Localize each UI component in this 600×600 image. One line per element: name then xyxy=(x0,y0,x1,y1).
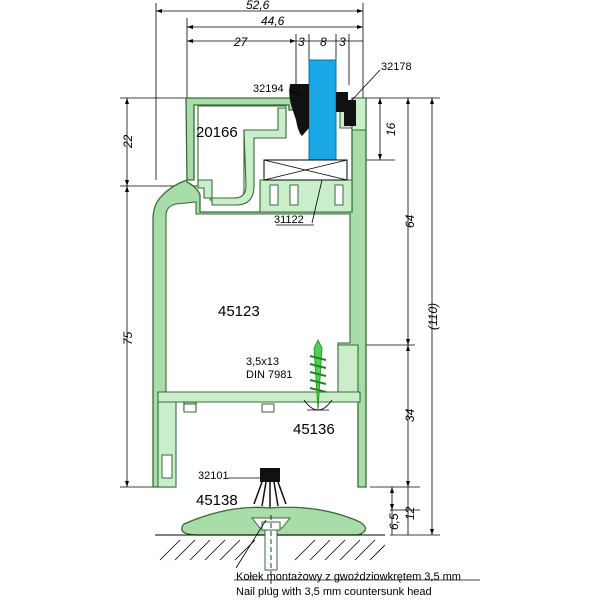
dim-inner-width: 44,6 xyxy=(261,14,285,28)
screw-icon xyxy=(303,339,333,411)
dim-left-segment: 27 xyxy=(233,35,249,49)
dim-height-22: 22 xyxy=(121,134,135,149)
dim-seg-3b: 3 xyxy=(339,35,346,49)
label-32101: 32101 xyxy=(198,470,229,482)
dim-height-6-5: 6,5 xyxy=(387,513,401,530)
nail-plug-icon xyxy=(261,515,281,590)
top-dimensions xyxy=(155,3,364,180)
dim-height-12: 12 xyxy=(403,506,417,520)
leader-lines xyxy=(228,69,480,581)
profile-45123 xyxy=(152,97,367,488)
dim-seg-3a: 3 xyxy=(298,35,305,49)
label-32178: 32178 xyxy=(381,61,412,73)
label-45138: 45138 xyxy=(196,492,238,509)
label-screw-size: 3,5x13 xyxy=(246,356,279,368)
dim-height-34: 34 xyxy=(403,408,417,422)
setting-block-31122 xyxy=(263,159,348,181)
label-45136: 45136 xyxy=(293,421,335,438)
dim-height-16: 16 xyxy=(384,122,398,136)
dim-height-64: 64 xyxy=(403,214,417,228)
label-screw-norm: DIN 7981 xyxy=(246,369,292,381)
glass-pane xyxy=(308,59,337,161)
gasket-32178 xyxy=(336,92,356,126)
dim-height-75: 75 xyxy=(121,331,135,345)
note-english: Nail plug with 3,5 mm countersunk head xyxy=(236,586,432,598)
label-32194: 32194 xyxy=(253,83,284,95)
brush-seal-32101 xyxy=(253,468,287,508)
label-20166: 20166 xyxy=(196,124,238,141)
gasket-32194 xyxy=(289,84,309,136)
label-31122: 31122 xyxy=(274,214,304,226)
dim-glass-8: 8 xyxy=(320,35,327,49)
dim-height-110: (110) xyxy=(426,303,440,330)
label-45123: 45123 xyxy=(218,303,260,320)
right-dimensions xyxy=(352,97,440,536)
note-polish: Kołek montażowy z gwoździowkrętem 3,5 mm xyxy=(236,571,461,583)
dim-total-width: 52,6 xyxy=(246,0,270,12)
